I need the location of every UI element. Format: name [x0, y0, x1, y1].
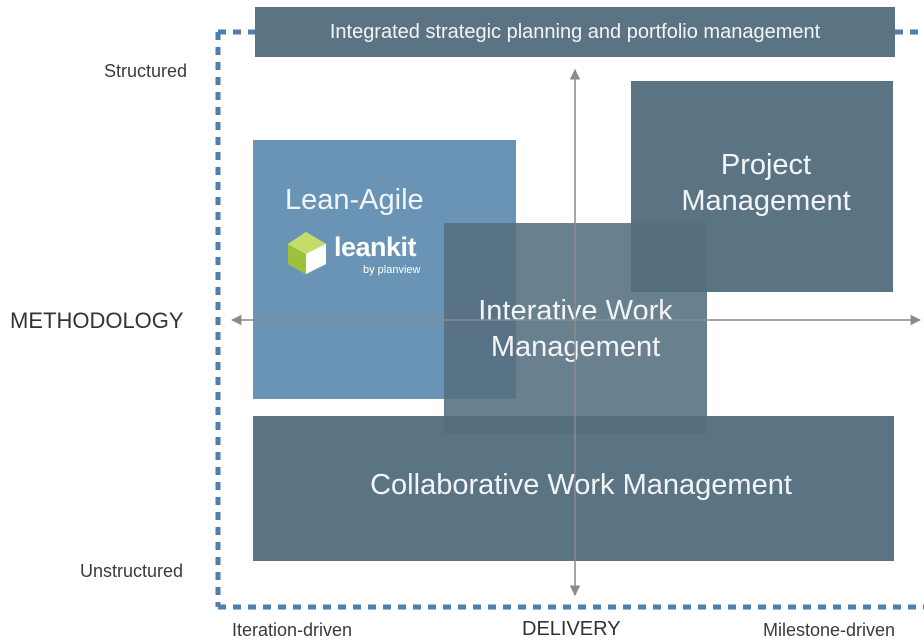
y-axis-title: METHODOLOGY — [10, 308, 184, 333]
x-axis-title: DELIVERY — [522, 618, 621, 640]
leankit-logo-wordmark: leankit — [334, 232, 417, 262]
top-banner-label: Integrated strategic planning and portfo… — [329, 21, 821, 43]
lean-agile-label: Lean-Agile — [285, 184, 424, 216]
y-axis-bottom-label: Unstructured — [80, 561, 184, 581]
x-axis-right-label: Milestone-driven — [763, 620, 896, 640]
leankit-logo-icon — [288, 232, 326, 274]
project-management-label-line1: Project — [720, 149, 812, 181]
leankit-logo-tagline: by planview — [363, 264, 421, 276]
project-management-box: Project Management — [631, 81, 893, 292]
project-management-label-line2: Management — [681, 185, 851, 217]
y-axis-top-label: Structured — [104, 61, 188, 81]
x-axis-left-label: Iteration-driven — [232, 620, 353, 640]
leankit-logo: leankit by planview — [286, 230, 446, 280]
collaborative-label: Collaborative Work Management — [370, 469, 792, 501]
top-banner: Integrated strategic planning and portfo… — [255, 7, 895, 57]
